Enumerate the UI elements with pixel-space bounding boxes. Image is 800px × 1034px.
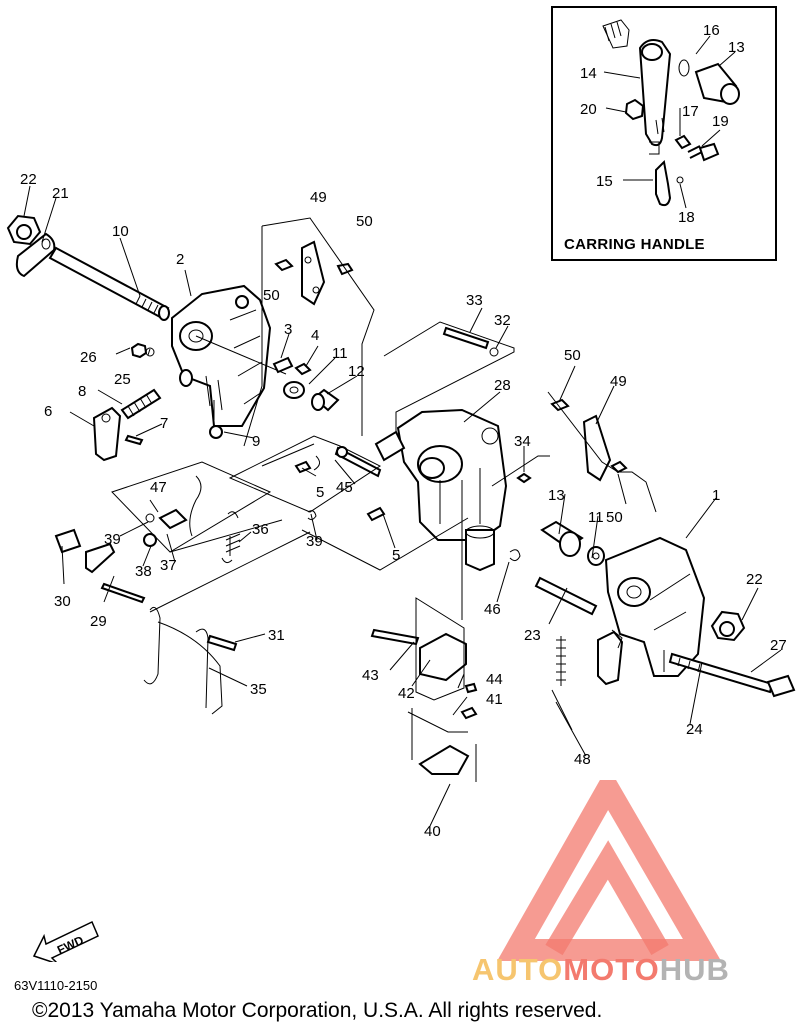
callout-29: 29	[90, 613, 107, 630]
fwd-label: FWD	[55, 933, 86, 957]
callout-16: 16	[703, 22, 720, 39]
callout-50-right: 50	[564, 347, 581, 364]
copyright-notice: ©2013 Yamaha Motor Corporation, U.S.A. A…	[32, 999, 603, 1022]
callout-32: 32	[494, 312, 511, 329]
callout-15: 15	[596, 173, 613, 190]
callout-45: 45	[336, 479, 353, 496]
fwd-arrow-icon: FWD	[32, 920, 99, 962]
callout-35: 35	[250, 681, 267, 698]
callout-41: 41	[486, 691, 503, 708]
callout-1: 1	[712, 487, 720, 504]
callout-10: 10	[112, 223, 129, 240]
callout-38: 38	[135, 563, 152, 580]
callout-44: 44	[486, 671, 503, 688]
callout-18: 18	[678, 209, 695, 226]
callout-17: 17	[682, 103, 699, 120]
callout-42: 42	[398, 685, 415, 702]
callout-22-right: 22	[746, 571, 763, 588]
callout-22-left: 22	[20, 171, 37, 188]
callout-21: 21	[52, 185, 69, 202]
watermark-hub: HUB	[659, 952, 730, 987]
callout-4: 4	[311, 327, 319, 344]
callout-23: 23	[524, 627, 541, 644]
callout-26: 26	[80, 349, 97, 366]
carrying-handle-inset	[551, 6, 777, 261]
callout-20: 20	[580, 101, 597, 118]
carrying-handle-parts	[602, 19, 740, 209]
callout-48: 48	[574, 751, 591, 768]
leader-lines	[23, 185, 782, 827]
callout-13-inset: 13	[728, 39, 745, 56]
callout-39-mid: 39	[306, 533, 323, 550]
callout-3: 3	[284, 321, 292, 338]
callout-11-upper: 11	[332, 345, 348, 362]
callout-7: 7	[160, 415, 168, 432]
callout-34: 34	[514, 433, 531, 450]
callout-6: 6	[44, 403, 52, 420]
callout-50-upper-right: 50	[356, 213, 373, 230]
callout-43: 43	[362, 667, 379, 684]
callout-46: 46	[484, 601, 501, 618]
callout-9: 9	[252, 433, 260, 450]
callout-24: 24	[686, 721, 703, 738]
callout-36: 36	[252, 521, 269, 538]
callout-49-upper: 49	[310, 189, 327, 206]
callout-19: 19	[712, 113, 729, 130]
automotohub-logo	[497, 780, 722, 961]
callout-2: 2	[176, 251, 184, 268]
watermark-moto: MOTO	[563, 952, 660, 987]
callout-28: 28	[494, 377, 511, 394]
callout-39-left: 39	[104, 531, 121, 548]
callout-31: 31	[268, 627, 285, 644]
watermark-text: AUTOMOTOHUB	[472, 952, 730, 988]
callout-40: 40	[424, 823, 441, 840]
callout-50-lower: 50	[606, 509, 623, 526]
callout-25: 25	[114, 371, 131, 388]
callout-11-lower: 11	[588, 509, 604, 526]
callout-30: 30	[54, 593, 71, 610]
callout-37: 37	[160, 557, 177, 574]
main-parts-linework	[6, 214, 796, 782]
callout-50-upper-left: 50	[263, 287, 280, 304]
callout-13-lower: 13	[548, 487, 565, 504]
diagram-code: 63V1110-2150	[14, 978, 98, 993]
callout-5-upper: 5	[316, 484, 324, 501]
callout-33: 33	[466, 292, 483, 309]
callout-14: 14	[580, 65, 597, 82]
callout-5-lower: 5	[392, 547, 400, 564]
callout-47: 47	[150, 479, 167, 496]
callout-numbers: 16 13 14 20 17 19 15 18 22 21 10 2 49 50…	[20, 22, 787, 840]
watermark-auto: AUTO	[472, 952, 564, 987]
inset-title: CARRING HANDLE	[564, 236, 705, 253]
callout-8: 8	[78, 383, 86, 400]
callout-27: 27	[770, 637, 787, 654]
callout-49-lower: 49	[610, 373, 627, 390]
callout-12: 12	[348, 363, 365, 380]
